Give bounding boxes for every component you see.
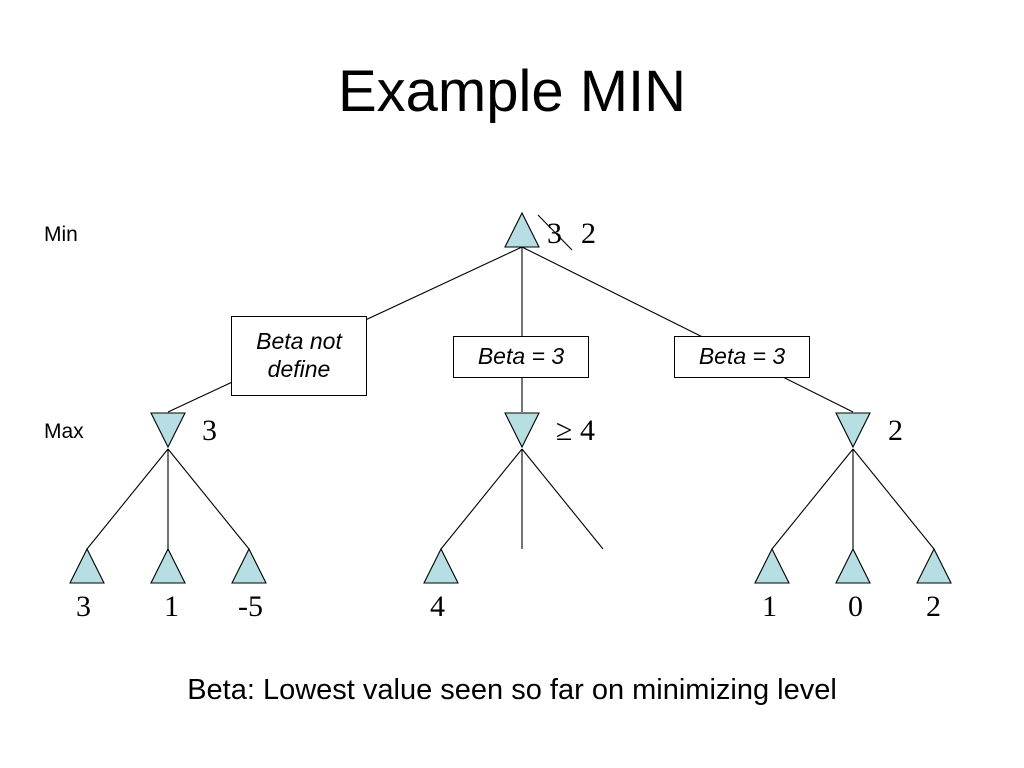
leaf-node-2 bbox=[150, 547, 186, 584]
leaf-node-1 bbox=[69, 547, 105, 584]
edge-root-max3 bbox=[521, 246, 854, 413]
leaf-node-5 bbox=[754, 547, 790, 584]
leaf-value-2: 1 bbox=[164, 590, 179, 623]
level-label-min: Min bbox=[44, 223, 78, 246]
edge-max2-leaf4 bbox=[440, 448, 523, 550]
edge-max1-leaf1 bbox=[86, 448, 169, 550]
leaf-value-1: 3 bbox=[76, 590, 91, 623]
edge-max1-leaf3 bbox=[167, 448, 250, 550]
edge-max3-leaf5 bbox=[771, 448, 854, 550]
max-value-3: 2 bbox=[888, 414, 903, 447]
max-node-3 bbox=[835, 412, 871, 449]
root-min-node bbox=[504, 211, 540, 248]
tree-nodes bbox=[69, 211, 952, 584]
leaf-node-4 bbox=[423, 547, 459, 584]
leaf-value-7: 2 bbox=[926, 590, 941, 623]
edge-max3-leaf7 bbox=[852, 448, 935, 550]
max-node-1 bbox=[150, 412, 186, 449]
leaf-value-3: -5 bbox=[238, 590, 263, 623]
slide-title: Example MIN bbox=[337, 59, 687, 124]
root-old-value: 3 bbox=[547, 217, 562, 250]
max-node-2 bbox=[504, 412, 540, 449]
leaf-node-6 bbox=[835, 547, 871, 584]
leaf-node-7 bbox=[916, 547, 952, 584]
root-new-value: 2 bbox=[581, 217, 596, 250]
leaf-value-6: 0 bbox=[848, 590, 863, 623]
slide-caption: Beta: Lowest value seen so far on minimi… bbox=[187, 674, 837, 706]
leaf-value-4: 4 bbox=[430, 590, 445, 623]
beta-box-3: Beta = 3 bbox=[674, 336, 810, 378]
edge-max2-pruned-right bbox=[521, 448, 604, 550]
strike-through-mark bbox=[537, 214, 573, 251]
tree-edges bbox=[86, 246, 935, 550]
beta-box-1: Beta not define bbox=[231, 316, 367, 396]
level-label-max: Max bbox=[44, 420, 84, 443]
leaf-value-5: 1 bbox=[762, 590, 777, 623]
max-value-2: ≥ 4 bbox=[556, 414, 595, 447]
max-value-1: 3 bbox=[202, 414, 217, 447]
beta-box-2: Beta = 3 bbox=[453, 336, 589, 378]
leaf-node-3 bbox=[231, 547, 267, 584]
